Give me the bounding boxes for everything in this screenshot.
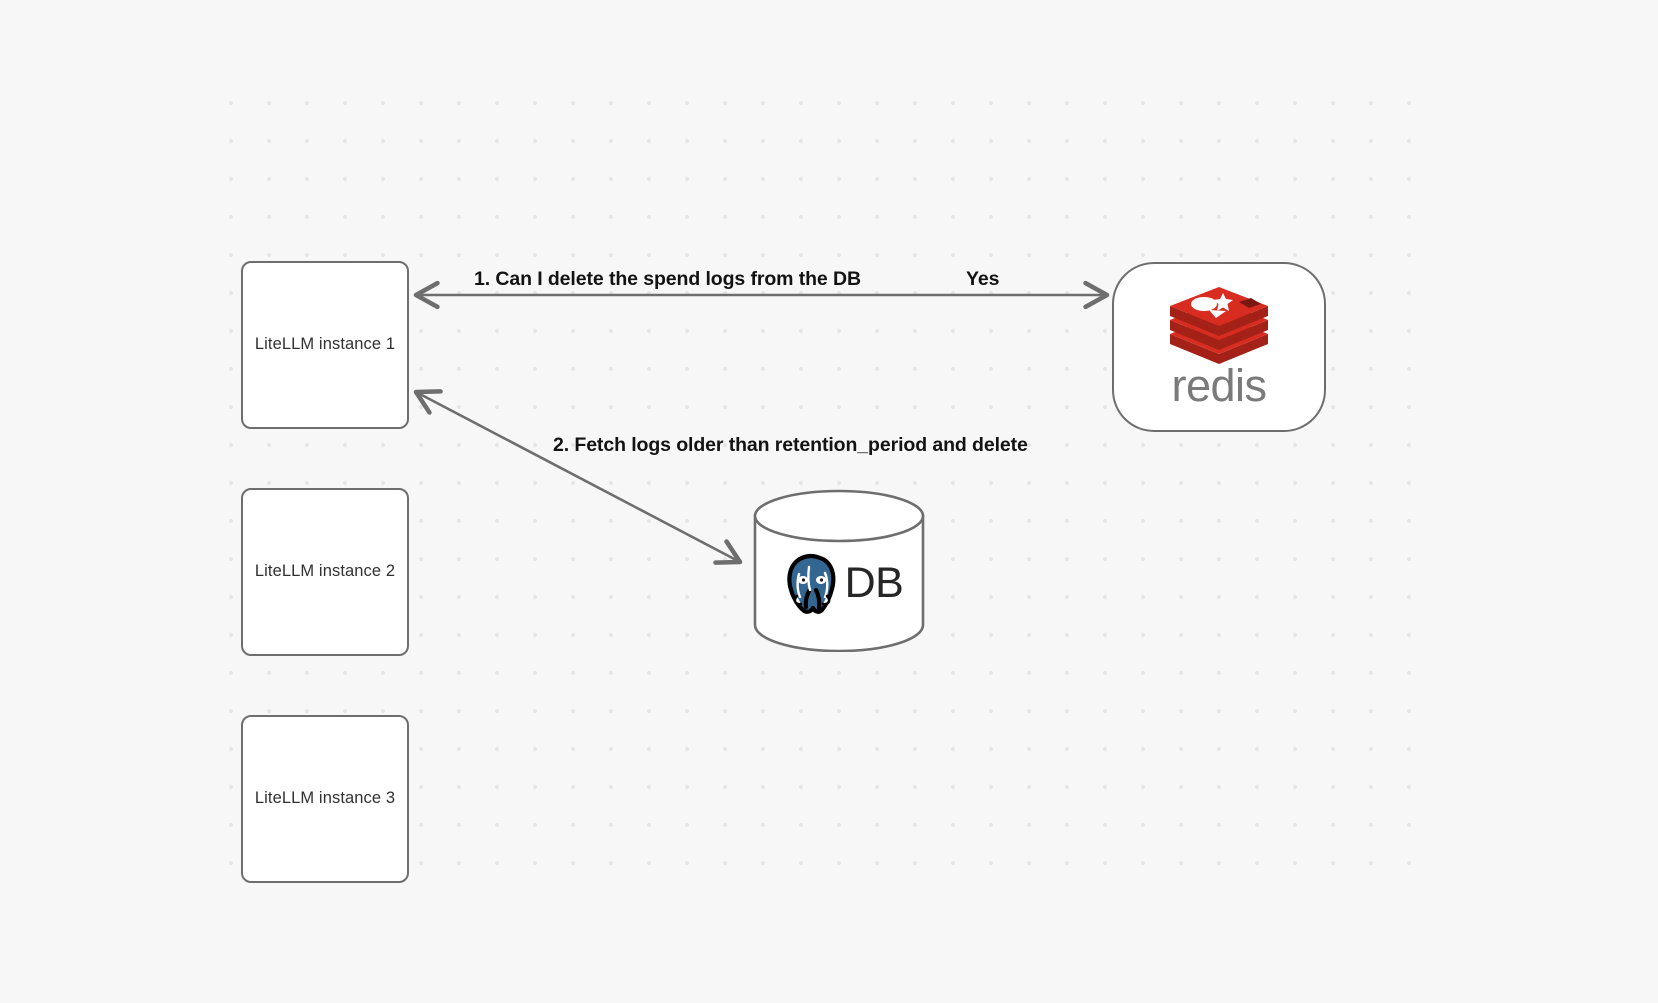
node-database-cylinder[interactable]: DB	[752, 489, 926, 652]
redis-wordmark: redis	[1171, 359, 1267, 411]
edge-label-answer: Yes	[966, 268, 1000, 290]
cylinder-shape	[753, 489, 925, 652]
node-label: LiteLLM instance 2	[254, 562, 396, 581]
edge-label-question: 1. Can I delete the spend logs from the …	[474, 268, 861, 290]
edge-label-fetch-delete: 2. Fetch logs older than retention_perio…	[553, 434, 1028, 456]
postgresql-elephant-icon	[775, 550, 843, 618]
db-label: DB	[844, 559, 904, 607]
node-litellm-instance-3[interactable]: LiteLLM instance 3	[241, 715, 409, 883]
node-label: LiteLLM instance 3	[254, 789, 396, 808]
node-litellm-instance-2[interactable]: LiteLLM instance 2	[241, 488, 409, 656]
edge-instance1-db	[413, 389, 743, 565]
redis-logo-icon	[1166, 286, 1272, 365]
node-label: LiteLLM instance 1	[254, 335, 396, 354]
node-litellm-instance-1[interactable]: LiteLLM instance 1	[241, 261, 409, 429]
node-redis[interactable]: redis	[1112, 262, 1326, 432]
